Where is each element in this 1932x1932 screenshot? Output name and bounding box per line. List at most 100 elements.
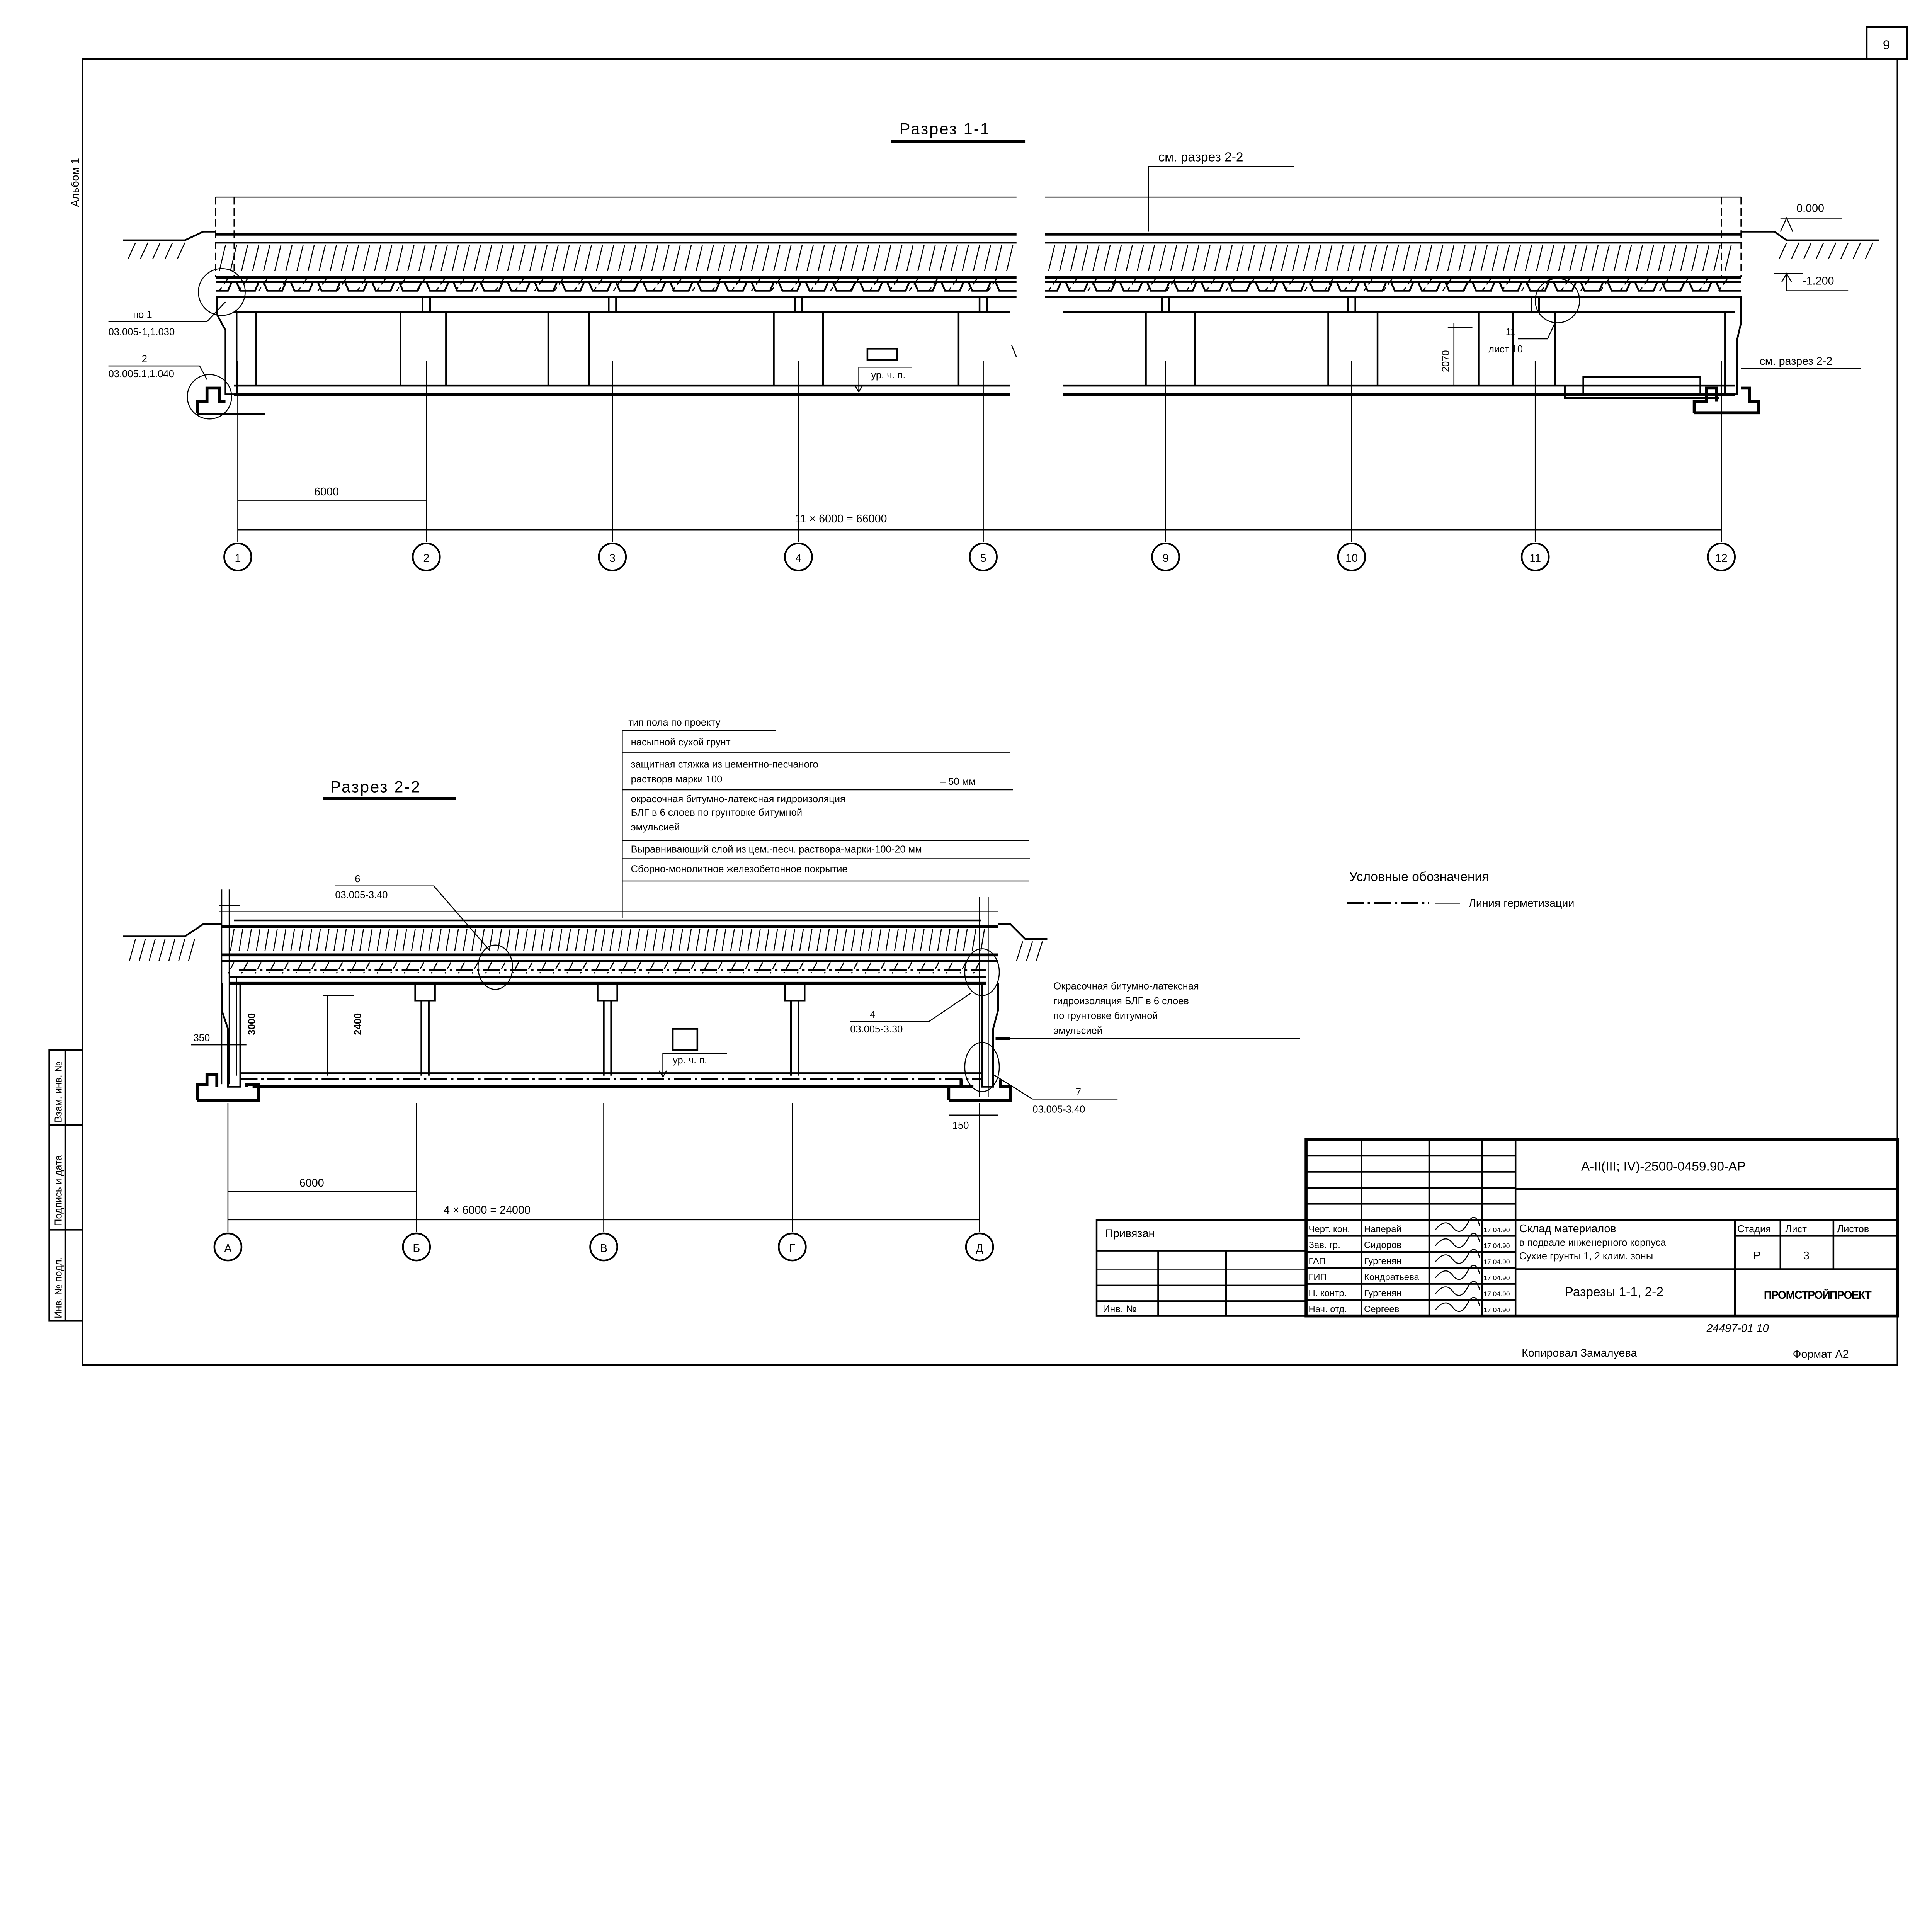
hatch-line <box>583 929 588 951</box>
hatch-line <box>264 929 269 951</box>
hatch-line <box>480 929 485 951</box>
hatch-line <box>385 245 393 271</box>
hatch-line <box>740 245 747 271</box>
staff-role: Черт. кон. <box>1308 1224 1350 1235</box>
hatch-line <box>1026 941 1033 961</box>
hatch-line <box>620 962 628 974</box>
hatch-line <box>148 939 156 961</box>
album-label: Альбом 1 <box>69 158 82 207</box>
hatch-line <box>1270 245 1277 271</box>
hatch-line <box>278 278 288 291</box>
staff-date: 17.04.90 <box>1483 1274 1510 1282</box>
dim-total-2: 4 × 6000 = 24000 <box>444 1204 531 1216</box>
hatch-line <box>939 245 947 271</box>
hatch-line <box>281 962 289 974</box>
side-stamp-replace: Взам. инв. № <box>53 1061 64 1122</box>
hatch-line <box>238 929 243 951</box>
hatch-line <box>894 929 899 951</box>
hatch-line <box>1536 245 1543 271</box>
hatch-line <box>407 245 415 271</box>
hatch-line <box>349 962 357 974</box>
hatch-line <box>1816 242 1824 259</box>
hatch-line <box>1036 941 1043 961</box>
hatch-line <box>946 929 951 951</box>
hatch-line <box>1292 245 1299 271</box>
hatch-line <box>1602 245 1610 271</box>
hatch-line <box>463 929 468 951</box>
callout-4-num: 4 <box>870 1009 875 1020</box>
staff-name: Гургенян <box>1364 1256 1401 1267</box>
hatch-line <box>1503 245 1510 271</box>
hatch-line <box>962 245 969 271</box>
hatch-line <box>1591 245 1599 271</box>
hatch-line <box>420 929 425 951</box>
hatch-line <box>165 242 173 259</box>
hatch-line <box>471 929 476 951</box>
hatch-line <box>1136 245 1144 271</box>
hatch-line <box>864 962 872 974</box>
title-block: А-II(III; IV)-2500-0459.90-АР Склад мате… <box>1304 1138 1899 1318</box>
axis-marker <box>1707 543 1736 571</box>
hatch-line <box>954 929 959 951</box>
callout-7-num: 7 <box>1076 1087 1081 1098</box>
hatch-line <box>428 929 433 951</box>
s1-axis-label: 9 <box>1163 552 1169 565</box>
project-name-1: Склад материалов <box>1519 1223 1616 1235</box>
hatch-line <box>1779 242 1787 259</box>
hatch-line <box>563 245 570 271</box>
staff-date: 17.04.90 <box>1483 1226 1510 1234</box>
hatch-line <box>1225 245 1233 271</box>
hatch-line <box>842 929 847 951</box>
hatch-line <box>396 278 406 291</box>
hatch-line <box>390 962 398 974</box>
hatch-line <box>895 245 903 271</box>
hatch-line <box>984 245 992 271</box>
hatch-line <box>782 929 787 951</box>
hatch-line <box>1458 245 1466 271</box>
hatch-line <box>790 929 796 951</box>
hatch-line <box>394 929 399 951</box>
hatch-line <box>1852 242 1861 259</box>
hatch-line <box>756 962 764 974</box>
hatch-line <box>1126 245 1133 271</box>
hatch-line <box>1403 278 1413 291</box>
hatch-line <box>607 962 614 974</box>
hatch-line <box>713 929 718 951</box>
signature <box>1435 1265 1480 1280</box>
hatch-line <box>336 962 343 974</box>
hatch-line <box>684 245 692 271</box>
hatch-line <box>497 929 502 951</box>
staff-date: 17.04.90 <box>1483 1290 1510 1298</box>
side-stamp-sign: Подпись и дата <box>53 1155 64 1226</box>
hatch-line <box>1347 245 1355 271</box>
hatch-line <box>1442 278 1452 291</box>
hatch-line <box>1186 278 1196 291</box>
hatch-line <box>498 962 506 974</box>
dim-2400: 2400 <box>352 1013 363 1035</box>
hatch-line <box>932 962 940 974</box>
elevation-ground: 0.000 <box>1796 202 1824 214</box>
hatch-line <box>307 245 315 271</box>
floor-level-1: ур. ч. п. <box>871 370 905 381</box>
hatch-line <box>518 245 526 271</box>
hatch-line <box>1016 941 1023 961</box>
hatch-line <box>783 962 791 974</box>
hatch-line <box>920 929 925 951</box>
hatch-line <box>219 278 229 291</box>
hatch-line <box>463 245 470 271</box>
layer-2-line-1: защитная стяжка из цементно-песчаного <box>631 759 818 770</box>
floor-layers-header: тип пола по проекту <box>628 717 720 728</box>
hatch-line <box>948 278 958 291</box>
hatch-line <box>1059 245 1066 271</box>
hatch-line <box>688 962 696 974</box>
hatch-line <box>662 245 670 271</box>
see-section-top: см. разрез 2-2 <box>1158 150 1243 165</box>
hatch-line <box>1791 242 1799 259</box>
elevation-slab: -1.200 <box>1803 275 1834 287</box>
hatch-line <box>626 929 631 951</box>
hatch-line <box>139 939 146 961</box>
hatch-line <box>773 929 778 951</box>
hatch-line <box>333 929 338 951</box>
hatch-line <box>609 929 614 951</box>
hatch-line <box>1481 278 1492 291</box>
